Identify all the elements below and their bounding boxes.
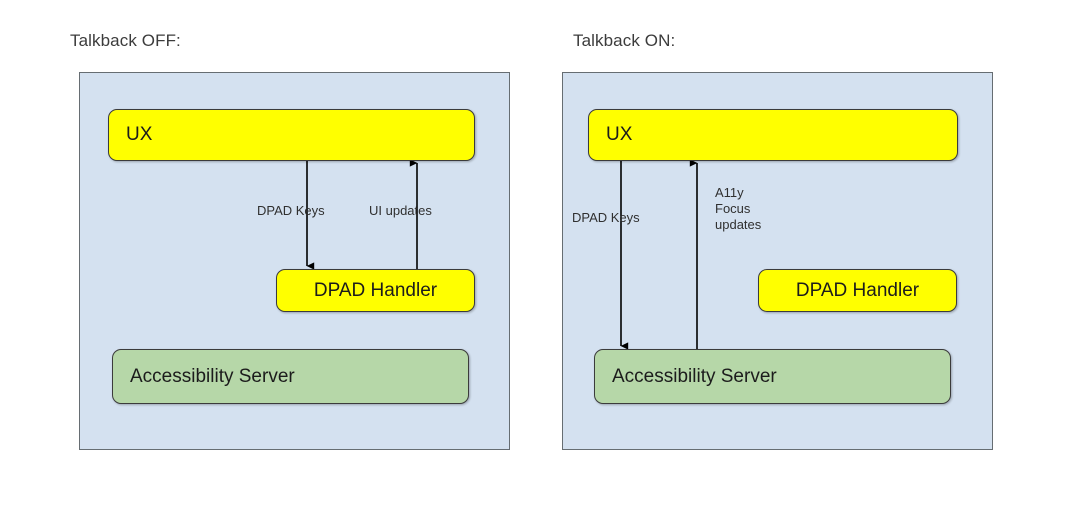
node-ux-talkback-on[interactable]: UX bbox=[588, 109, 958, 161]
edge-label-line-3: updates bbox=[715, 217, 762, 232]
panel-title-talkback-on: Talkback ON: bbox=[573, 31, 676, 50]
node-label: Accessibility Server bbox=[612, 365, 777, 387]
node-accessibility-server-talkback-on[interactable]: Accessibility Server bbox=[594, 349, 951, 404]
edge-label-a11y-focus-updates: A11y Focus updates bbox=[715, 185, 761, 233]
node-accessibility-server-talkback-off[interactable]: Accessibility Server bbox=[112, 349, 469, 404]
edge-label-dpad-keys-off: DPAD Keys bbox=[257, 203, 325, 218]
node-label: DPAD Handler bbox=[313, 279, 438, 301]
edge-label-line-1: A11y bbox=[715, 185, 744, 200]
node-label: DPAD Handler bbox=[795, 279, 920, 301]
edge-label-line-2: Focus bbox=[715, 201, 751, 216]
panel-talkback-off: UX DPAD Handler Accessibility Server DPA… bbox=[79, 72, 510, 450]
node-label: Accessibility Server bbox=[130, 365, 295, 387]
node-dpad-handler-talkback-on[interactable]: DPAD Handler bbox=[758, 269, 957, 312]
panel-talkback-on: UX DPAD Handler Accessibility Server DPA… bbox=[562, 72, 993, 450]
edge-label-dpad-keys-on: DPAD Keys bbox=[572, 210, 640, 225]
node-label: UX bbox=[606, 124, 633, 145]
node-ux-talkback-off[interactable]: UX bbox=[108, 109, 475, 161]
panel-title-talkback-off: Talkback OFF: bbox=[70, 31, 181, 50]
edge-label-ui-updates-off: UI updates bbox=[369, 203, 432, 218]
node-label: UX bbox=[126, 124, 153, 145]
node-dpad-handler-talkback-off[interactable]: DPAD Handler bbox=[276, 269, 475, 312]
